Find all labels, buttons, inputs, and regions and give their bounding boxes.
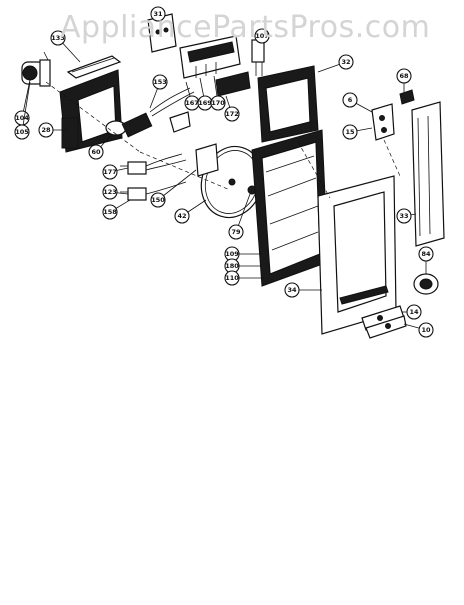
callout-label-14: 14 — [409, 308, 419, 316]
control-panel-part — [257, 65, 319, 143]
callout-label-172: 172 — [225, 110, 239, 118]
callout-label-79: 79 — [231, 228, 241, 236]
callout-label-109: 109 — [225, 250, 239, 258]
assembly-lines — [45, 81, 401, 199]
callout-circle — [102, 184, 118, 200]
wire-harness-part — [120, 153, 187, 201]
callout-circle — [342, 92, 358, 108]
lamp-socket-part — [105, 87, 195, 138]
callout-label-31: 31 — [153, 10, 163, 18]
baffle-part — [66, 55, 122, 79]
callout-circle — [396, 208, 412, 224]
callout-circle — [150, 192, 166, 208]
callout-label-6: 6 — [348, 96, 353, 104]
mount-bracket-part — [195, 143, 219, 177]
knob-part — [413, 273, 439, 295]
callout-label-10: 10 — [421, 326, 431, 334]
callout-circle — [50, 30, 66, 46]
callout-label-169: 169 — [198, 99, 212, 107]
callout-label-133: 133 — [51, 34, 65, 42]
terminal-block-part — [179, 35, 241, 79]
door-frame-part — [317, 175, 397, 335]
clip-part — [399, 89, 415, 105]
callout-label-123: 123 — [103, 188, 117, 196]
callout-circle — [14, 124, 30, 140]
callout-circle — [418, 322, 434, 338]
callout-label-104: 104 — [15, 114, 29, 122]
callout-label-42: 42 — [177, 212, 186, 220]
callout-circle — [396, 68, 412, 84]
callout-circle — [284, 282, 300, 298]
callout-label-107: 107 — [255, 32, 269, 40]
callout-circle — [406, 304, 422, 320]
callout-label-15: 15 — [345, 128, 355, 136]
callout-circle — [38, 122, 54, 138]
latch-piece-part — [361, 305, 407, 339]
callout-circle — [210, 95, 226, 111]
callout-label-170: 170 — [211, 99, 225, 107]
bracket-part — [169, 111, 191, 133]
callout-label-150: 150 — [151, 196, 165, 204]
glass-panel-part — [251, 129, 329, 287]
callout-label-34: 34 — [287, 286, 297, 294]
callout-circle — [152, 74, 168, 90]
callout-circle — [88, 144, 104, 160]
callout-label-32: 32 — [341, 58, 350, 66]
switch-part — [147, 13, 177, 53]
callout-circle — [150, 6, 166, 22]
callout-label-153: 153 — [153, 78, 167, 86]
callout-label-105: 105 — [15, 128, 29, 136]
callout-label-158: 158 — [103, 208, 117, 216]
hinge-part — [371, 103, 395, 141]
callout-circle — [174, 208, 190, 224]
callout-circle — [418, 246, 434, 262]
callout-label-33: 33 — [399, 212, 408, 220]
callout-label-167: 167 — [185, 99, 199, 107]
callout-circle — [342, 124, 358, 140]
callout-circle — [254, 28, 270, 44]
callout-circle — [224, 106, 240, 122]
callout-label-110: 110 — [225, 274, 239, 282]
callout-leader — [157, 169, 197, 201]
motor-part — [21, 51, 51, 87]
callout-circle — [102, 204, 118, 220]
callout-circle — [102, 164, 118, 180]
connector-part — [215, 71, 251, 97]
plug-part — [251, 39, 265, 76]
callout-label-68: 68 — [399, 72, 409, 80]
callout-label-177: 177 — [103, 168, 117, 176]
callout-circle — [338, 54, 354, 70]
callout-circle — [228, 224, 244, 240]
callout-label-28: 28 — [41, 126, 51, 134]
callout-leader — [21, 81, 31, 133]
callout-label-180: 180 — [225, 262, 239, 270]
watermark: AppliancePartsPros.com — [60, 10, 431, 45]
housing-part — [59, 69, 123, 153]
callout-label-60: 60 — [91, 148, 101, 156]
callout-label-84: 84 — [421, 250, 431, 258]
callout-circle — [224, 270, 240, 286]
latch-rail-part — [411, 101, 445, 247]
